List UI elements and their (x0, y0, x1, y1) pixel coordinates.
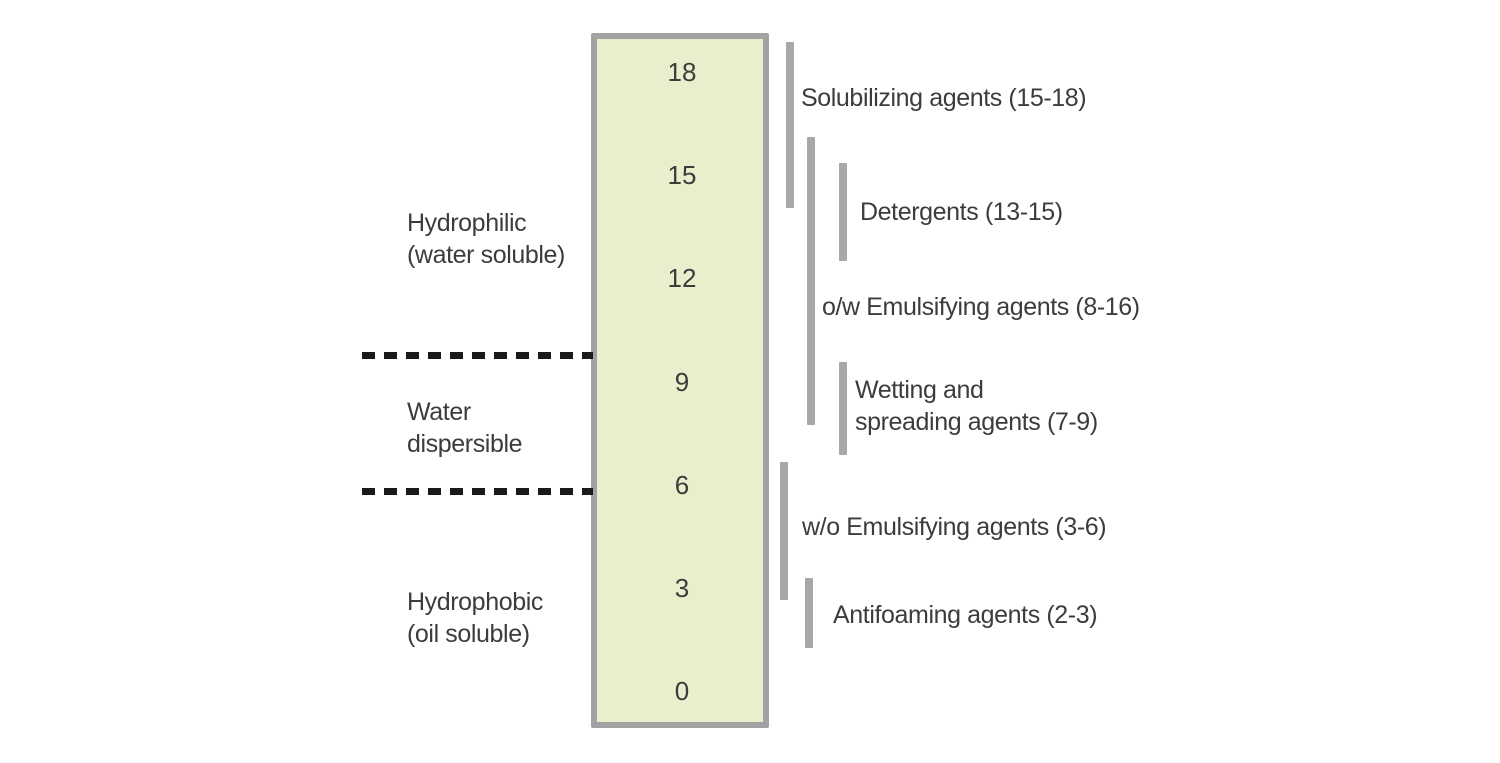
ow-emulsifying-agents-label: o/w Emulsifying agents (8-16) (822, 293, 1140, 321)
solubilizing-agents-range-bar (786, 42, 794, 208)
scale-tick-12: 12 (667, 263, 697, 293)
hydrophobic-region-label: Hydrophobic (oil soluble) (407, 586, 543, 650)
scale-tick-6: 6 (674, 470, 690, 500)
solubilizing-agents-label: Solubilizing agents (15-18) (801, 84, 1087, 112)
water-dispersible-region-label: Water dispersible (407, 396, 523, 460)
upper-region-boundary-dashed-line (362, 352, 593, 359)
scale-tick-9: 9 (674, 367, 690, 397)
antifoaming-agents-label: Antifoaming agents (2-3) (833, 601, 1098, 629)
scale-tick-0: 0 (674, 676, 690, 706)
hlb-scale-bar (591, 33, 769, 728)
hydrophilic-region-label-line1: Hydrophilic (407, 209, 527, 237)
antifoaming-agents-range-bar (805, 578, 813, 648)
scale-tick-18: 18 (667, 57, 697, 87)
detergents-range-bar (839, 163, 847, 261)
wetting-spreading-agents-range-bar (839, 362, 847, 455)
wo-emulsifying-agents-label: w/o Emulsifying agents (3-6) (802, 513, 1107, 541)
wo-emulsifying-agents-range-bar (780, 462, 788, 600)
ow-emulsifying-agents-range-bar (807, 137, 815, 425)
lower-region-boundary-dashed-line (362, 488, 593, 495)
detergents-label: Detergents (13-15) (860, 198, 1063, 226)
water-dispersible-region-label-line1: Water (407, 398, 471, 426)
hydrophobic-region-label-line1: Hydrophobic (407, 588, 543, 616)
scale-tick-15: 15 (667, 160, 697, 190)
wetting-spreading-agents-label-line1: Wetting and (855, 376, 984, 404)
scale-tick-3: 3 (674, 573, 690, 603)
hydrophobic-region-label-line2: (oil soluble) (407, 620, 530, 648)
wetting-spreading-agents-label: Wetting and spreading agents (7-9) (855, 374, 1098, 438)
hydrophilic-region-label-line2: (water soluble) (407, 241, 565, 269)
hydrophilic-region-label: Hydrophilic (water soluble) (407, 207, 565, 271)
water-dispersible-region-label-line2: dispersible (407, 430, 523, 458)
wetting-spreading-agents-label-line2: spreading agents (7-9) (855, 408, 1098, 436)
